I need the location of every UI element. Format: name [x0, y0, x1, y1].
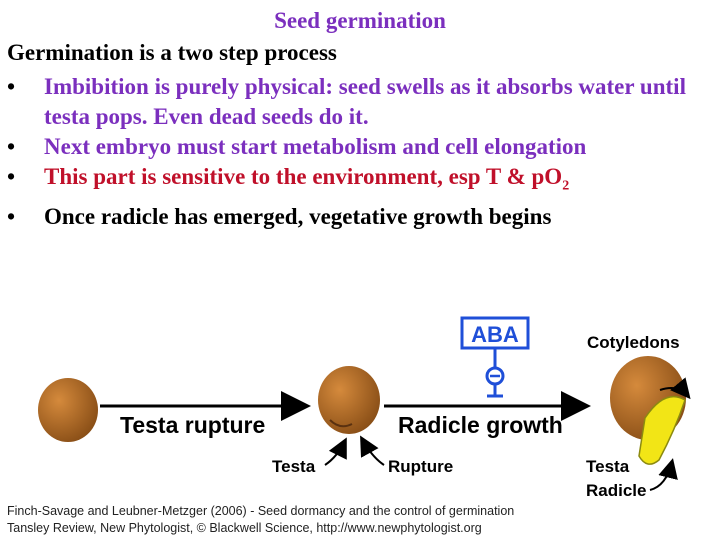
intro-text: Germination is a two step process — [7, 40, 337, 65]
bullet-dot: • — [7, 74, 16, 99]
testa-pointer — [324, 437, 347, 466]
bullet-text: Imbibition is purely physical: seed swel… — [44, 74, 686, 129]
bullet-text: This part is sensitive to the environmen… — [44, 164, 563, 189]
bullet-imbibition: • Imbibition is purely physical: seed sw… — [7, 72, 719, 132]
bullet-dot: • — [7, 164, 16, 189]
cotyledons-pointer — [659, 377, 691, 400]
testa-rupture-label: Testa rupture — [120, 412, 265, 438]
credit-line-1: Finch-Savage and Leubner-Metzger (2006) … — [7, 504, 515, 518]
germination-diagram: ABA Cotyledons Testa rupture Radicle gro… — [38, 316, 691, 500]
credit-line-2: Tansley Review, New Phytologist, © Black… — [7, 521, 482, 535]
rupture-pointer — [360, 435, 385, 466]
bullet-environment: • This part is sensitive to the environm… — [7, 162, 719, 202]
bullet-vegetative: • Once radicle has emerged, vegetative g… — [7, 202, 719, 232]
bullet-metabolism: • Next embryo must start metabolism and … — [7, 132, 719, 162]
bullet-list: • Imbibition is purely physical: seed sw… — [7, 72, 719, 232]
rupture-label: Rupture — [388, 457, 453, 476]
radicle-growth-label: Radicle growth — [398, 412, 563, 438]
testa-label-left: Testa — [272, 457, 316, 476]
radicle-label: Radicle — [586, 481, 646, 500]
radicle-pointer — [649, 458, 678, 491]
bullet-text: Next embryo must start metabolism and ce… — [44, 134, 587, 159]
cotyledons-label: Cotyledons — [587, 333, 680, 352]
bullet-dot: • — [7, 203, 16, 229]
slide-title: Seed germination — [274, 8, 446, 33]
radicle-shoot — [638, 395, 686, 465]
seed-dry — [38, 378, 98, 442]
aba-label: ABA — [471, 322, 519, 347]
rupture-crack — [329, 419, 353, 428]
seed-ruptured — [318, 366, 380, 434]
subscript-2: 2 — [562, 178, 570, 194]
germination-figure: ABA Cotyledons Testa rupture Radicle gro… — [0, 300, 720, 540]
bullet-text: Once radicle has emerged, vegetative gro… — [44, 203, 552, 229]
bullet-dot: • — [7, 134, 16, 159]
testa-label-right: Testa — [586, 457, 630, 476]
